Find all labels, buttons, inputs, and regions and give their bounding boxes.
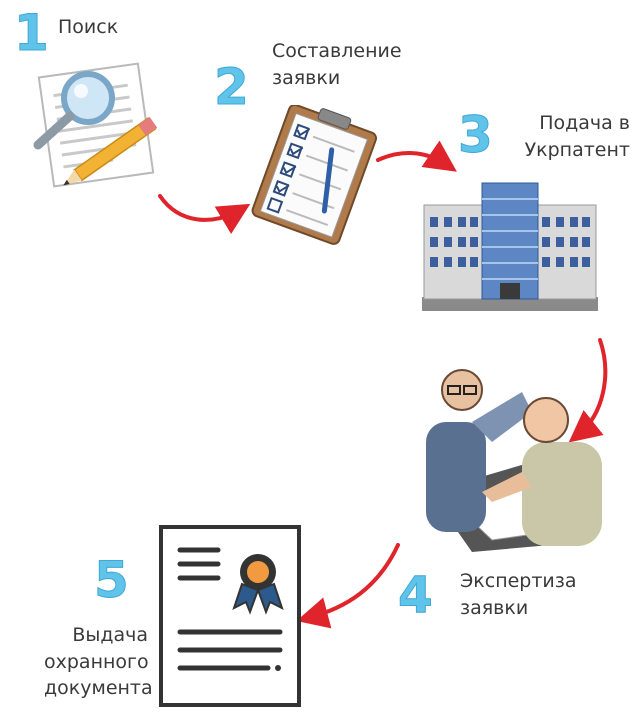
step-5-label-line: охранного	[44, 650, 149, 673]
step-5-label-line: Выдача	[72, 624, 148, 646]
step-4-label-line: заявки	[460, 596, 529, 619]
step-3-label-line: Подача в	[539, 112, 630, 134]
clipboard-checklist-icon	[251, 105, 377, 245]
step-4-label-line: Экспертиза	[460, 570, 577, 592]
step-2-label: Составление заявки	[272, 38, 402, 91]
step-5-number: 5	[94, 551, 130, 609]
step-2-number: 2	[214, 58, 250, 116]
step-2-label-line: заявки	[272, 66, 341, 89]
step-5-label-line: документа	[44, 677, 153, 700]
step-4-number: 4	[398, 566, 434, 624]
experts-meeting-icon	[426, 369, 602, 552]
step-2-label-line: Составление	[272, 40, 402, 62]
certificate-document-icon	[159, 525, 301, 707]
step-5-label: Выдача охранного документа	[44, 622, 153, 702]
step-3-label-line: Укрпатент	[524, 138, 630, 161]
search-document-icon	[33, 62, 158, 188]
office-building-icon	[422, 182, 598, 311]
step-4-label: Экспертиза заявки	[460, 568, 577, 621]
step-3-number: 3	[458, 106, 494, 164]
step-3-label: Подача в Укрпатент	[512, 110, 630, 163]
arrow-1-to-2	[158, 194, 251, 235]
step-1-label-line: Поиск	[58, 16, 119, 38]
arrow-3-to-4	[568, 338, 608, 443]
arrow-4-to-5	[296, 543, 400, 629]
arrow-2-to-3	[376, 140, 457, 172]
step-1-number: 1	[14, 4, 50, 62]
step-1-label: Поиск	[58, 14, 118, 41]
